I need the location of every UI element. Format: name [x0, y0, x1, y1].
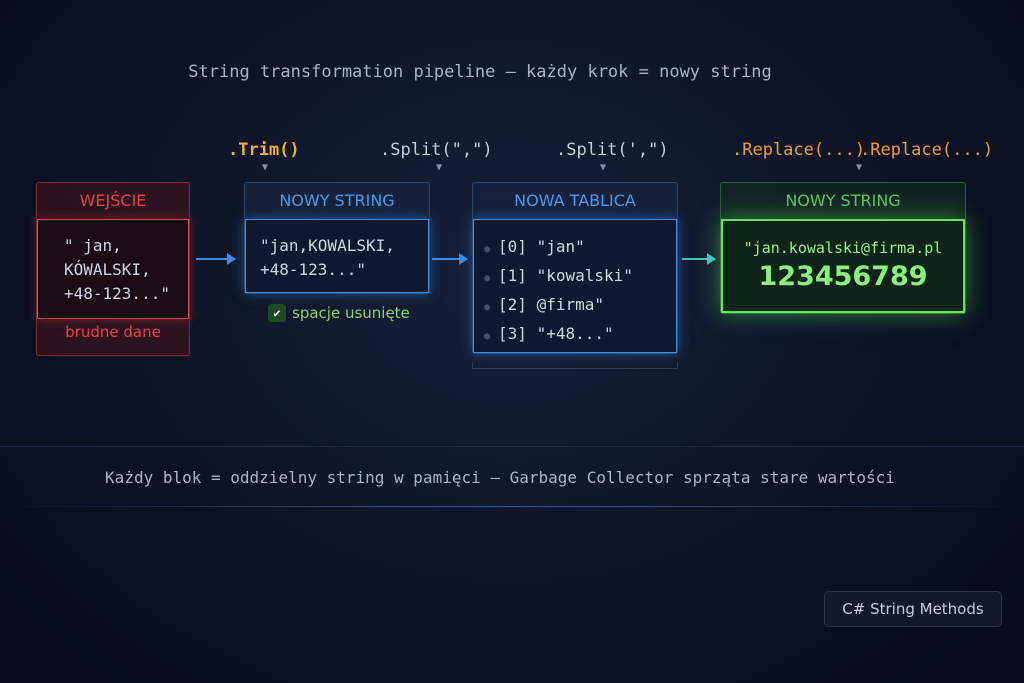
method-replace-1: .Replace(...)	[732, 140, 866, 160]
trim-header: NOWY STRING	[279, 191, 395, 210]
arrow-right-icon	[432, 253, 468, 265]
input-line: +48-123..."	[64, 284, 170, 303]
method-split-2: .Split(',")	[556, 140, 669, 160]
result-number: 123456789	[758, 261, 928, 292]
array-row: ●[3] "+48..."	[484, 324, 614, 343]
array-row: ●[0] "jan"	[484, 237, 585, 256]
method-replace-2: .Replace(...)	[860, 140, 994, 160]
trim-content: "jan,KOWALSKI, +48-123..."	[245, 219, 429, 293]
input-line: KÓWALSKI,	[64, 260, 151, 279]
array-content: ●[0] "jan" ●[1] "kowalski" ●[2] @firma" …	[473, 219, 677, 353]
trim-note: spacje usunięte	[292, 304, 410, 322]
input-content: " jan, KÓWALSKI, +48-123..."	[37, 219, 189, 319]
array-header: NOWA TABLICA	[514, 191, 636, 210]
array-box: NOWA TABLICA ●[0] "jan" ●[1] "kowalski" …	[472, 182, 678, 354]
arrow-down-icon: ▼	[856, 162, 863, 173]
final-result-box: NOWY STRING "jan.kowalski@firma.pl 12345…	[720, 182, 966, 314]
arrow-right-icon	[682, 253, 716, 265]
trim-line: +48-123..."	[260, 260, 366, 279]
arrow-down-icon: ▼	[600, 162, 607, 173]
input-footer: brudne dane	[65, 323, 161, 341]
checkmark-icon: ✔	[268, 304, 286, 322]
arrow-down-icon: ▼	[436, 162, 443, 173]
method-trim: .Trim()	[228, 140, 300, 160]
topic-badge: C# String Methods	[824, 591, 1002, 627]
method-split-1: .Split(",")	[380, 140, 493, 160]
trim-line: "jan,KOWALSKI,	[260, 236, 395, 255]
arrow-right-icon	[196, 253, 236, 265]
result-header: NOWY STRING	[785, 191, 901, 210]
result-content: "jan.kowalski@firma.pl 123456789	[721, 219, 965, 313]
input-box: WEJŚCIE " jan, KÓWALSKI, +48-123..." bru…	[36, 182, 190, 356]
input-line: " jan,	[64, 236, 122, 255]
arrow-down-icon: ▼	[262, 162, 269, 173]
input-header: WEJŚCIE	[79, 191, 147, 210]
footer-caption: Każdy blok = oddzielny string w pamięci …	[105, 468, 895, 487]
divider	[0, 506, 1024, 507]
array-row: ●[2] @firma"	[484, 295, 604, 314]
diagram-title: String transformation pipeline — każdy k…	[188, 62, 772, 82]
trim-result-box: NOWY STRING "jan,KOWALSKI, +48-123..."	[244, 182, 430, 294]
divider	[0, 446, 1024, 447]
result-email: "jan.kowalski@firma.pl	[743, 239, 943, 257]
array-bracket	[472, 362, 678, 369]
array-row: ●[1] "kowalski"	[484, 266, 633, 285]
